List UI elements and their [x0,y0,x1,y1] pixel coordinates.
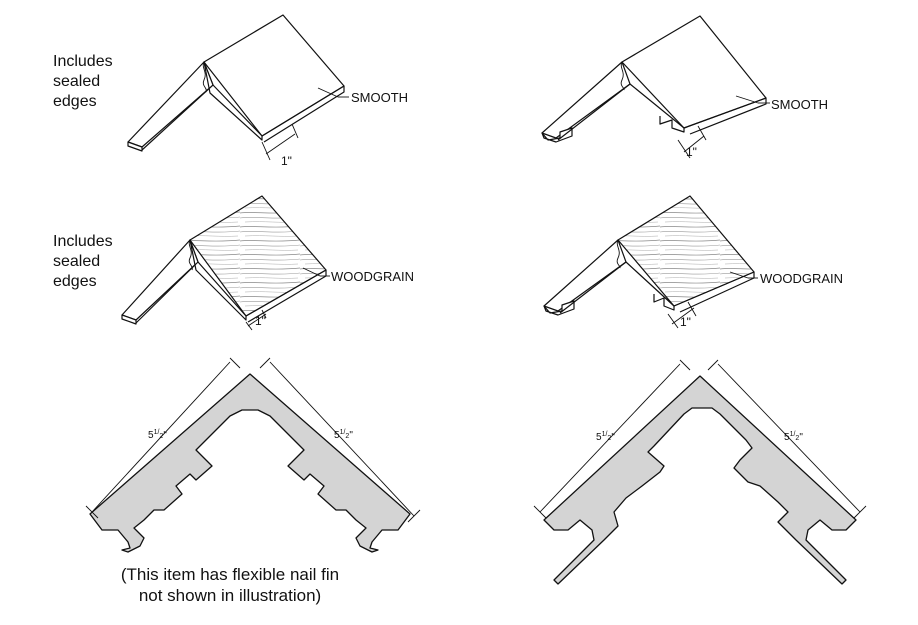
profile-width-label-right: 51/2" [334,429,353,441]
woodgrain-label-right: WOODGRAIN [760,271,843,286]
smooth-leader-left [261,87,349,161]
woodgrain-label-left: WOODGRAIN [331,269,414,284]
caption-line-1: (This item has flexible nail fin [120,565,340,584]
profile-width-label-right: 51/2" [784,431,803,443]
caption-line-2: not shown in illustration) [138,586,322,605]
profile-width-label-left: 51/2" [148,429,167,441]
sealed-edges-note-middle: Includes sealed edges [53,232,113,292]
leg-dimension-label: 1" [281,154,292,168]
corner-woodgrain-left [121,195,327,325]
corner-woodgrain-right [543,195,755,316]
woodgrain-leader-left [245,267,330,331]
corner-smooth-right [541,15,767,143]
corner-smooth-left [127,14,345,152]
note-line: Includes [53,233,113,250]
note-line: edges [53,273,97,290]
smooth-label-left: SMOOTH [351,90,408,105]
leg-dimension-label: 1" [686,145,697,159]
note-line: sealed [53,253,101,270]
note-line: Includes [53,53,113,70]
smooth-leader-right [677,95,770,159]
leg-dimension-label: 1" [680,315,691,329]
note-line: sealed [53,73,101,90]
profile-width-label-left: 51/2" [596,431,615,443]
sealed-edges-note-top: Includes sealed edges [53,52,113,112]
nail-fin-caption: (This item has flexible nail fin not sho… [60,564,400,606]
note-line: edges [53,93,97,110]
smooth-label-right: SMOOTH [771,97,828,112]
woodgrain-leader-right [667,271,758,329]
profile-section-left: 51/2" 51/2" [85,357,421,553]
profile-section-right: 51/2" 51/2" [533,359,867,585]
leg-dimension-label: 1" [255,314,266,328]
